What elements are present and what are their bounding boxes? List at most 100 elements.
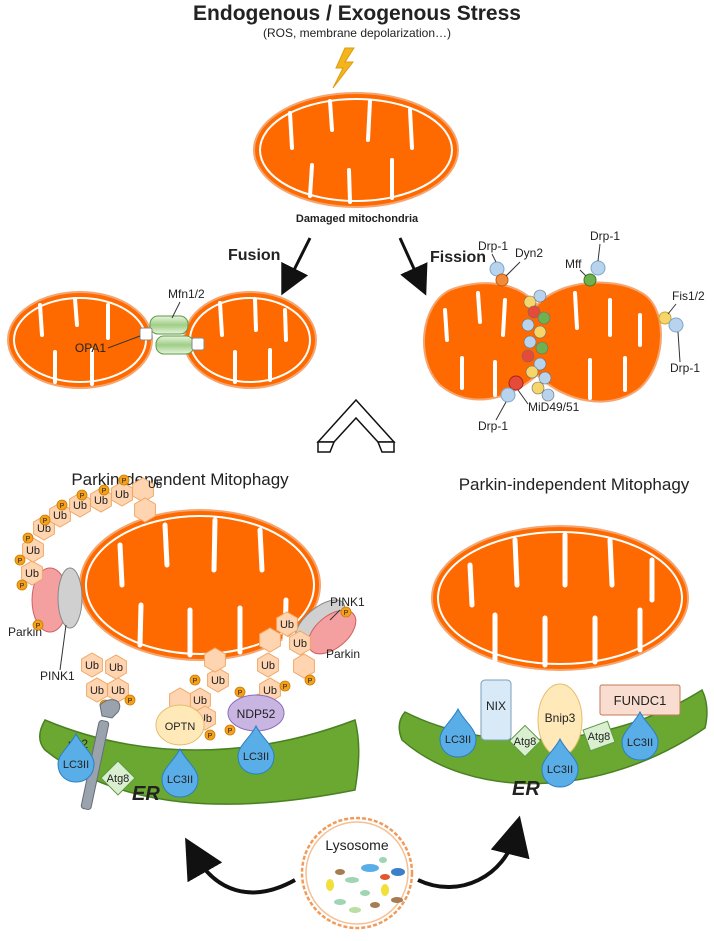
phospho-marker xyxy=(56,499,68,511)
phospho-marker xyxy=(32,619,44,631)
phospho-marker xyxy=(234,686,246,698)
dyn2-ball xyxy=(495,273,509,287)
ubiquitin-label: Ub xyxy=(25,568,39,580)
ubiquitin-label: Ub xyxy=(280,619,294,631)
phospho-marker xyxy=(118,474,130,486)
ubiquitin-hexagon xyxy=(259,627,281,653)
fission-drp1-label-b: Drp-1 xyxy=(590,229,620,243)
parkin-left-label: Parkin xyxy=(8,625,42,639)
lc3-label: LC3II xyxy=(63,759,89,771)
ubiquitin-label: Ub xyxy=(109,662,123,674)
phospho-marker xyxy=(189,674,201,686)
lysosome xyxy=(300,816,414,930)
ubiquitin-label: Ub xyxy=(211,675,225,687)
phospho-marker xyxy=(39,514,51,526)
ubiquitin-hexagon xyxy=(81,652,103,678)
fusion-label: Fusion xyxy=(228,247,280,264)
mid-ball xyxy=(508,375,524,391)
lysosome-arrow-right xyxy=(417,815,530,890)
mff-ball xyxy=(583,273,597,287)
phospho-label: P xyxy=(228,728,233,735)
lysosome-label: Lysosome xyxy=(325,837,389,853)
bnip3-label: Bnip3 xyxy=(545,711,576,725)
drp1-ball xyxy=(668,317,684,333)
phospho-label: P xyxy=(128,698,133,705)
convergence-arrow xyxy=(316,398,396,453)
ubiquitin-hexagon xyxy=(207,667,229,693)
fission-ring-ball xyxy=(535,341,549,355)
fission-ring-ball xyxy=(521,349,535,363)
atg8-right-b xyxy=(582,720,616,752)
left-er-label: ER xyxy=(132,783,160,805)
phospho-label: P xyxy=(193,678,198,685)
fusion-arrow xyxy=(281,237,312,296)
ubiquitin-label: Ub xyxy=(26,545,40,557)
fission-ring-ball xyxy=(527,305,541,319)
optn-label: OPTN xyxy=(165,721,196,733)
parkin-independent-title: Parkin-independent Mitophagy xyxy=(459,475,690,494)
ndp52-label: NDP52 xyxy=(237,707,276,721)
ubiquitin-label: Ub xyxy=(53,510,67,522)
atg8-left xyxy=(100,760,136,796)
ubiquitin-hexagon xyxy=(257,652,279,678)
dyn2-label: Dyn2 xyxy=(515,246,543,260)
phospho-label: P xyxy=(60,503,65,510)
ubiquitin-label: Ub xyxy=(85,660,99,672)
lc3-drop xyxy=(621,710,659,761)
fission-arrow xyxy=(398,237,428,296)
parkin-right xyxy=(294,599,357,655)
fis-ball xyxy=(658,311,672,325)
atg8-right-b-label: Atg8 xyxy=(588,731,611,743)
lc3-drop xyxy=(161,747,199,798)
phospho-marker xyxy=(14,554,26,566)
phospho-label: P xyxy=(283,684,288,691)
nix-receptor xyxy=(480,679,512,741)
lc3-drop xyxy=(237,724,275,775)
fis-label: Fis1/2 xyxy=(672,289,705,303)
parkin-left xyxy=(31,567,83,633)
fission-drp1-label-d: Drp-1 xyxy=(478,419,508,433)
phospho-marker xyxy=(16,579,28,591)
atg8-right-a-label: Atg8 xyxy=(514,736,537,748)
phospho-marker xyxy=(98,484,110,496)
drp1-ball xyxy=(500,387,516,403)
fusion-mitochondrion-left xyxy=(7,291,153,389)
phospho-marker xyxy=(340,606,352,618)
fission-drp1-label-c: Drp-1 xyxy=(670,361,700,375)
phospho-marker xyxy=(304,674,316,686)
phospho-marker xyxy=(22,532,34,544)
ubiquitin-label: Ub xyxy=(37,523,51,535)
parkin-independent-mitochondrion xyxy=(431,525,689,671)
fission-ring-ball xyxy=(521,318,535,332)
nix-label: NIX xyxy=(486,699,506,713)
phospho-label: P xyxy=(20,583,25,590)
mff-label: Mff xyxy=(565,257,582,271)
drp1-ring xyxy=(521,289,555,402)
phospho-label: P xyxy=(344,610,349,617)
phospho-label: P xyxy=(122,478,127,485)
atg8-left-label: Atg8 xyxy=(107,773,130,785)
pink1-right-label: PINK1 xyxy=(330,595,365,609)
parkin-dependent-mitochondrion xyxy=(79,509,321,661)
ubiquitin-label: Ub xyxy=(293,638,307,650)
ubiquitin-hexagon xyxy=(134,497,156,523)
ubiquitin-label: Ub xyxy=(193,695,207,707)
page-subtitle: (ROS, membrane depolarization…) xyxy=(263,26,451,40)
phospho-label: P xyxy=(208,733,213,740)
ubiquitin-hexagon xyxy=(21,560,43,586)
lc3-label: LC3II xyxy=(547,764,573,776)
phospho-marker xyxy=(124,694,136,706)
phospho-marker xyxy=(204,729,216,741)
ubiquitin-hexagon xyxy=(22,537,44,563)
phospho-marker xyxy=(76,489,88,501)
fission-ring-ball xyxy=(537,311,551,325)
opa1-label: OPA1 xyxy=(75,341,106,355)
parkin-right-label: Parkin xyxy=(326,647,360,661)
lc3-label: LC3II xyxy=(167,774,193,786)
ubiquitin-label: Ub xyxy=(73,500,87,512)
ubiquitin-label: Ub xyxy=(111,685,125,697)
fission-ring-ball xyxy=(531,381,545,395)
